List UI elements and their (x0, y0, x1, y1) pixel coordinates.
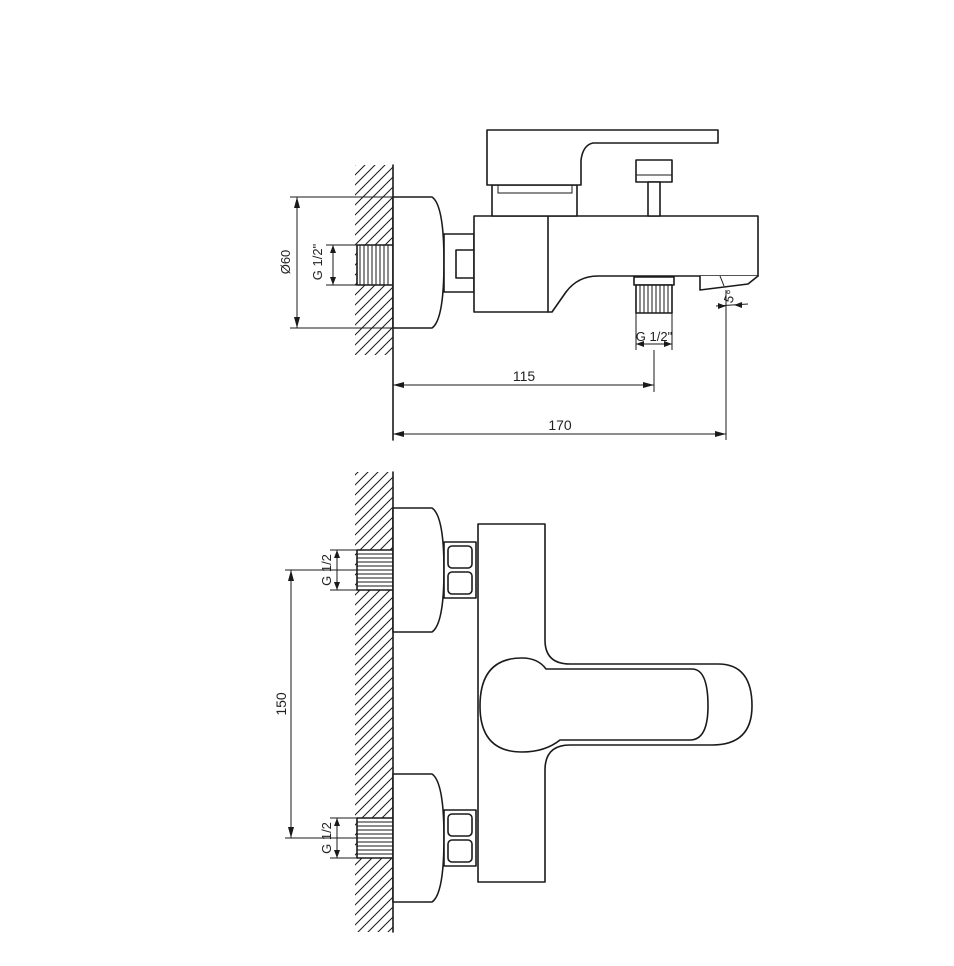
lever-handle-side (486, 129, 719, 186)
dimension-outlet-distance: 115 (393, 350, 655, 392)
dimension-total-depth-label: 170 (548, 417, 572, 433)
dimension-angle-label: 5° (721, 288, 739, 305)
lever-handle-front (479, 657, 709, 753)
connector-nut-bottom (443, 809, 477, 867)
dimension-outlet-distance-label: 115 (513, 368, 536, 384)
inlet-thread-top (356, 549, 394, 591)
side-view: Ø60 G 1/2" G 1/2" 5° (278, 129, 759, 441)
connector-nut-side (443, 233, 475, 293)
wall-section-front (355, 471, 394, 933)
dimension-inlet-thread-side-label: G 1/2" (310, 243, 325, 280)
mixer-body-side (473, 215, 759, 313)
wall-flange-bottom (392, 773, 445, 903)
dimension-centers: 150 (273, 569, 357, 839)
inlet-thread-side (356, 244, 394, 286)
connector-nut-top (443, 541, 477, 599)
outlet-thread-side (633, 276, 675, 314)
dimension-centers-label: 150 (273, 692, 289, 716)
dimension-diameter: Ø60 (278, 196, 393, 329)
dimension-total-depth: 170 (393, 417, 726, 437)
dimension-diameter-label: Ø60 (278, 250, 293, 275)
dimension-inlet-thread-side: G 1/2" (310, 243, 357, 286)
wall-flange-top (392, 507, 445, 633)
dimension-outlet-thread: G 1/2" (635, 313, 673, 350)
dimension-angle: 5° (715, 288, 749, 440)
dimension-outlet-thread-label: G 1/2" (636, 329, 673, 344)
wall-flange-side (392, 196, 445, 329)
inlet-thread-bottom (356, 817, 394, 859)
front-view: G 1/2 G 1/2 150 (273, 471, 753, 933)
cartridge-collar-side (491, 184, 578, 217)
diverter-knob-side (635, 159, 673, 217)
spout-tip-side (699, 275, 759, 291)
wall-section-side (355, 164, 394, 441)
